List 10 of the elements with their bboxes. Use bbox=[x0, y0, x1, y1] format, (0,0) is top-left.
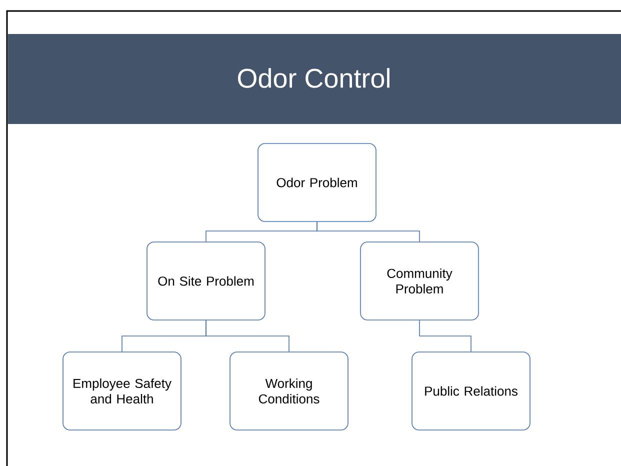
connector bbox=[419, 320, 472, 352]
process-box: Odor Problem bbox=[258, 143, 376, 222]
connector bbox=[316, 222, 420, 242]
connector bbox=[206, 320, 290, 352]
process-box: Public Relations bbox=[412, 352, 530, 430]
process-box: Working Conditions bbox=[230, 352, 348, 430]
process-box: On Site Problem bbox=[146, 242, 266, 320]
title: Odor Control bbox=[238, 68, 390, 88]
process-box: Community Problem bbox=[360, 242, 479, 320]
process-box: Employee Safety and Health bbox=[62, 352, 182, 430]
